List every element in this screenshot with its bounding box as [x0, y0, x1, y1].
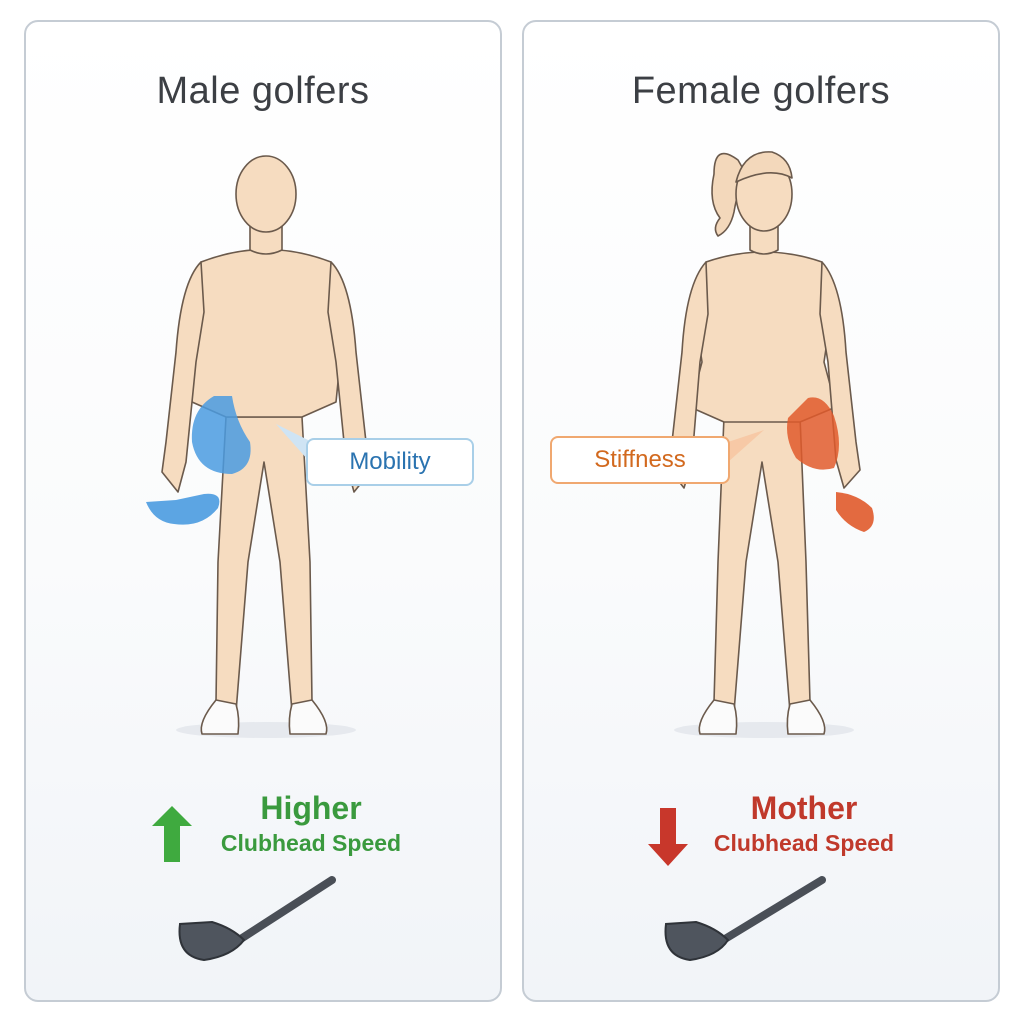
golf-club-icon — [664, 876, 826, 962]
stiffness-label: Stiffness — [550, 436, 730, 484]
mobility-hip-highlight — [191, 396, 251, 474]
male-body-figure — [161, 155, 371, 735]
female-body-figure — [669, 151, 861, 735]
female-golfers-panel: Female golfers Stiffness Mother Clubhead… — [522, 20, 1000, 1002]
clubhead-speed-label: Clubhead Speed — [220, 830, 402, 856]
golf-club-icon — [178, 876, 336, 962]
panel-title: Male golfers — [156, 70, 370, 112]
arrow-up-icon — [152, 806, 192, 862]
female-illustration — [648, 151, 874, 962]
male-golfers-panel: Male golfers Mobility Higher Clubhead Sp… — [24, 20, 502, 1002]
arrow-down-icon — [648, 808, 688, 866]
stiffness-rotation-marker — [836, 492, 874, 532]
speed-comparison-label: Mother — [750, 790, 858, 826]
mobility-pointer — [276, 424, 308, 460]
mobility-label: Mobility — [306, 438, 474, 486]
clubhead-speed-label: Clubhead Speed — [713, 830, 895, 856]
stiffness-pointer — [728, 430, 764, 462]
stiffness-hip-highlight — [787, 397, 839, 470]
mobility-rotation-marker — [146, 493, 220, 525]
speed-comparison-label: Higher — [260, 790, 362, 826]
panel-title: Female golfers — [631, 70, 891, 112]
male-illustration — [146, 155, 371, 962]
